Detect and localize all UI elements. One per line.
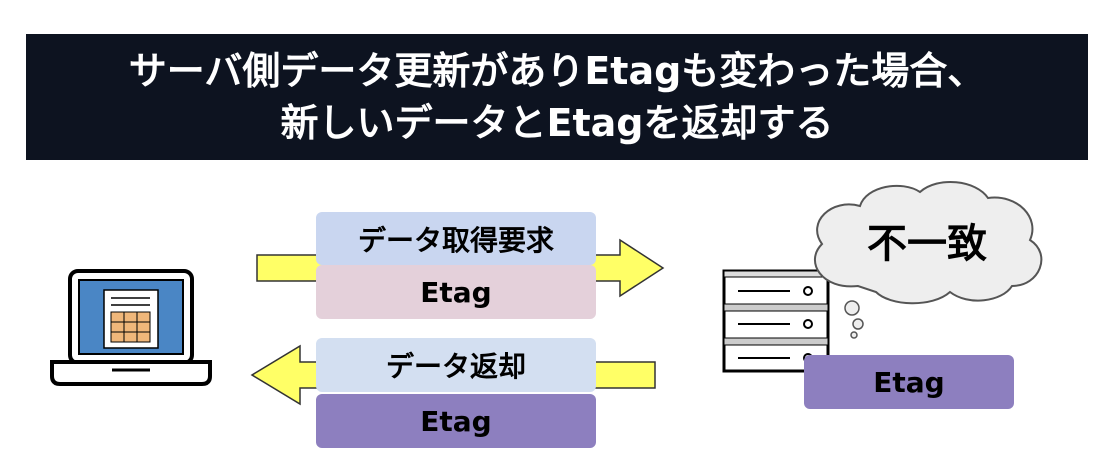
mismatch-text: 不一致 bbox=[867, 221, 987, 267]
title-line-1: サーバ側データ更新がありEtagも変わった場合、 bbox=[128, 49, 986, 93]
laptop-icon bbox=[50, 269, 212, 386]
request-etag-box: Etag bbox=[316, 265, 596, 319]
title-line-2: 新しいデータとEtagを返却する bbox=[280, 101, 834, 145]
server-icon bbox=[722, 269, 830, 373]
server-etag-box: Etag bbox=[804, 355, 1014, 409]
request-label-box: データ取得要求 bbox=[316, 212, 596, 265]
response-label-box: データ返却 bbox=[316, 338, 596, 392]
response-etag-box: Etag bbox=[316, 394, 596, 448]
thought-cloud bbox=[814, 181, 1043, 339]
title-banner: サーバ側データ更新がありEtagも変わった場合、 新しいデータとEtagを返却す… bbox=[26, 34, 1088, 160]
